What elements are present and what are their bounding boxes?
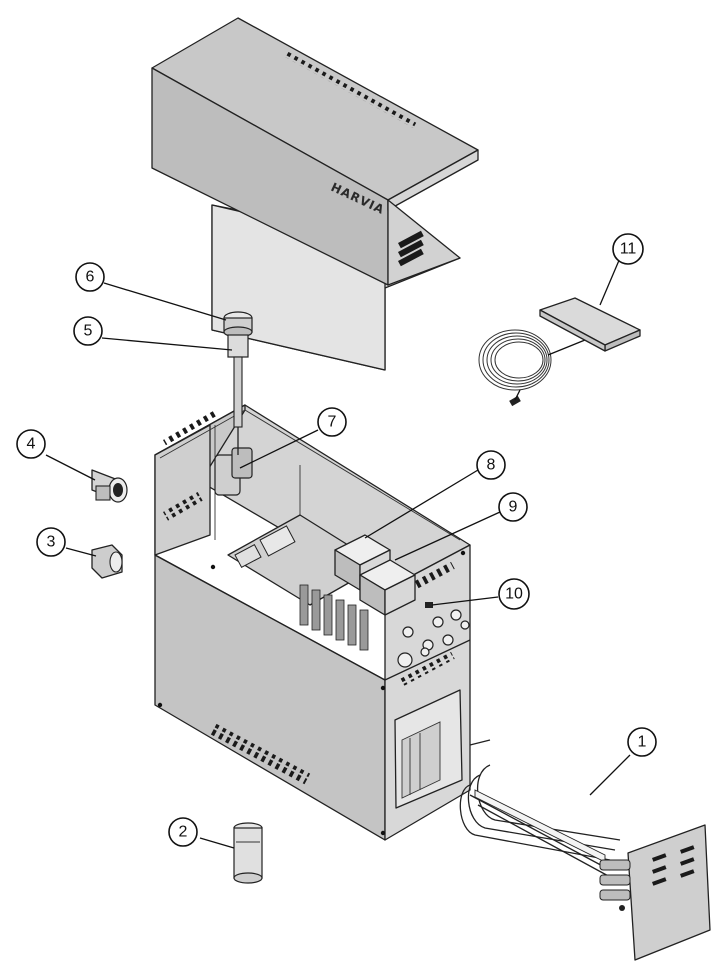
tube-2 — [233, 822, 263, 884]
callout-8: 8 — [476, 450, 506, 480]
switch — [425, 602, 433, 608]
fitting-6 — [223, 311, 253, 338]
callout-6: 6 — [75, 262, 105, 292]
callout-10: 10 — [498, 578, 530, 610]
side-vents — [398, 230, 424, 267]
callout-1: 1 — [627, 727, 657, 757]
top-cover: HARVIA — [151, 17, 479, 371]
connector-4 — [91, 469, 128, 503]
top-vents — [282, 50, 417, 128]
callout-4: 4 — [16, 429, 46, 459]
svg-text:6: 6 — [86, 269, 95, 286]
callout-9: 9 — [498, 492, 528, 522]
svg-text:2: 2 — [179, 824, 188, 841]
callout-2: 2 — [168, 817, 198, 847]
control-board — [227, 514, 416, 651]
svg-text:11: 11 — [620, 241, 637, 258]
svg-text:1: 1 — [638, 734, 647, 751]
svg-text:8: 8 — [487, 457, 496, 474]
front-vents — [162, 410, 311, 785]
svg-text:7: 7 — [328, 414, 337, 431]
probe-5 — [227, 334, 249, 428]
svg-text:9: 9 — [509, 499, 518, 516]
callout-5: 5 — [73, 316, 103, 346]
cable-glands — [397, 609, 470, 668]
svg-text:3: 3 — [47, 534, 56, 551]
leader-lines — [45, 257, 631, 849]
svg-text:4: 4 — [27, 436, 36, 453]
contactor-9 — [359, 559, 416, 616]
control-panel-with-cable — [478, 297, 641, 407]
svg-text:5: 5 — [84, 323, 93, 340]
callout-11: 11 — [612, 233, 644, 265]
clip-3 — [91, 544, 123, 579]
callout-7: 7 — [317, 407, 347, 437]
cable-coil — [478, 329, 552, 391]
heating-element-1 — [459, 764, 711, 961]
callout-3: 3 — [36, 527, 66, 557]
steam-generator-body — [154, 404, 491, 841]
svg-text:10: 10 — [505, 586, 523, 603]
